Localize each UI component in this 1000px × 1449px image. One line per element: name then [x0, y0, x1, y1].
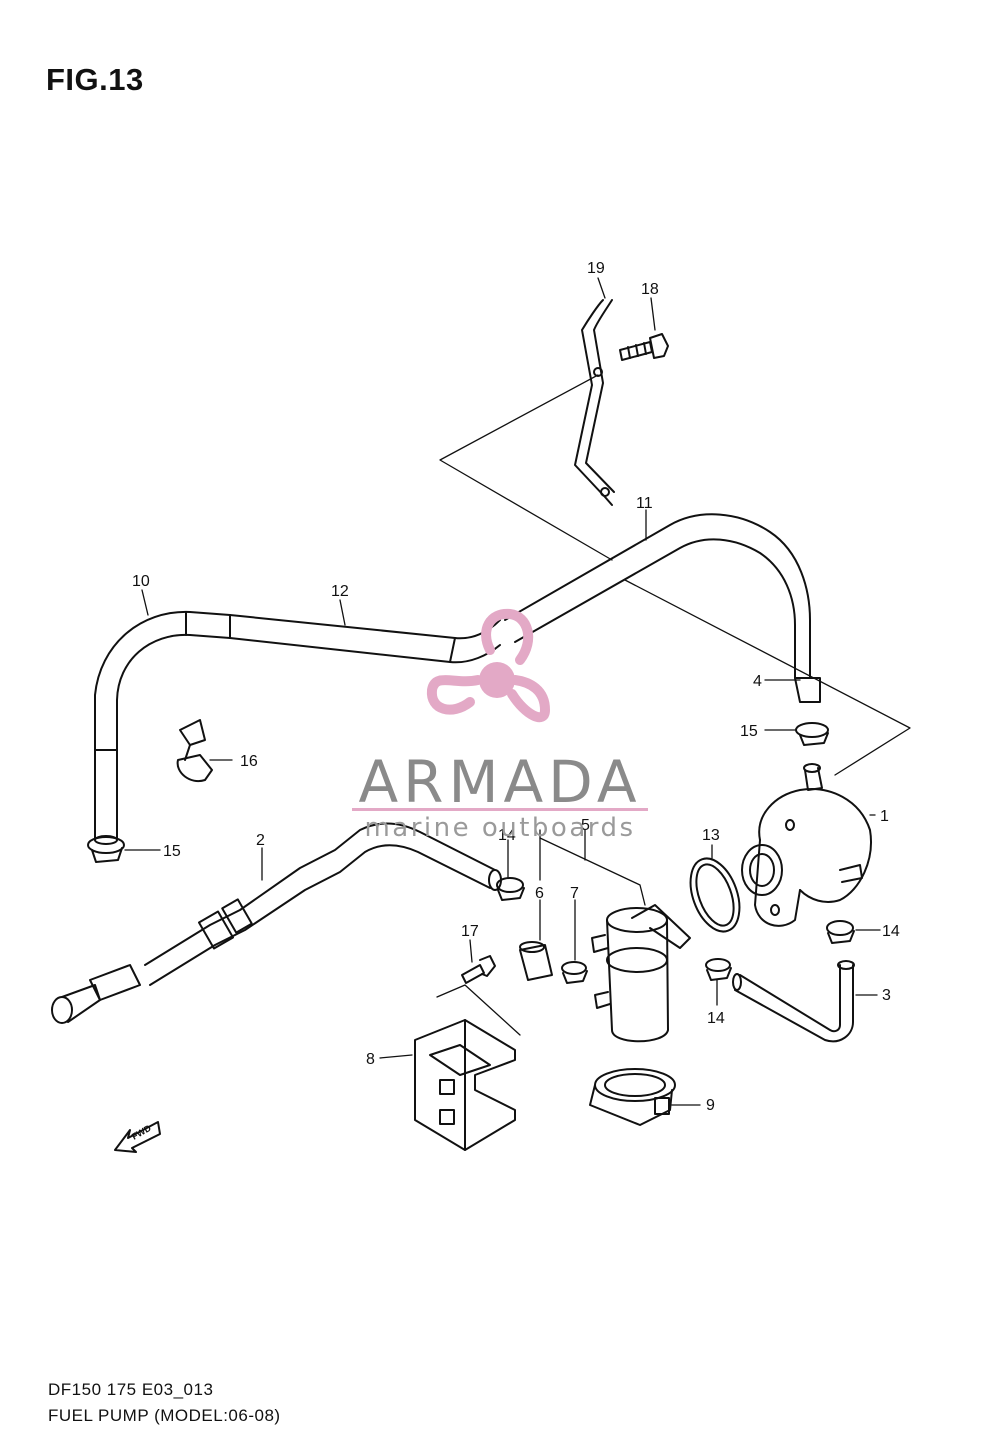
callout-14-b: 14: [707, 1010, 725, 1027]
hose-part-10: [94, 610, 231, 845]
callout-9: 9: [706, 1097, 715, 1114]
clamp-part-15-left: [87, 836, 125, 863]
watermark-brand: ARMADA: [358, 748, 642, 816]
sleeve-part-6: [519, 941, 553, 981]
hose-part-3: [732, 960, 855, 1043]
callout-6: 6: [535, 885, 544, 902]
assembly-lines: [436, 374, 911, 1036]
figure-name: FUEL PUMP (MODEL:06-08): [48, 1406, 281, 1425]
clamp-part-15-right: [795, 722, 829, 746]
callout-12: 12: [331, 583, 349, 600]
callout-15-b: 15: [740, 723, 758, 740]
fwd-arrow-icon: [114, 1121, 161, 1153]
callout-3: 3: [882, 987, 891, 1004]
clamp-part-14-b: [705, 958, 732, 981]
clamp-part-14-c: [826, 920, 855, 944]
hose-part-11: [504, 513, 821, 703]
callout-leaders: [124, 277, 881, 1106]
filter-part-5: [591, 904, 691, 1043]
callout-10: 10: [132, 573, 150, 590]
callout-5: 5: [581, 817, 590, 834]
callout-14-c: 14: [882, 923, 900, 940]
callout-11: 11: [636, 495, 653, 512]
clip-part-16: [176, 719, 213, 783]
callout-18: 18: [641, 281, 659, 298]
callout-4: 4: [753, 673, 762, 690]
callout-13: 13: [702, 827, 720, 844]
callout-8: 8: [366, 1051, 375, 1068]
armada-logo-icon: [426, 608, 551, 723]
watermark-divider: [352, 808, 648, 811]
callout-19: 19: [587, 260, 605, 277]
callout-1: 1: [880, 808, 889, 825]
callout-16: 16: [240, 753, 258, 770]
watermark-tagline: marine outboards: [364, 813, 636, 843]
callout-15-a: 15: [163, 843, 181, 860]
figure-title: FIG.13: [46, 62, 144, 97]
callout-labels: 1 2 3 4 5 6 7 8 9 10 11 12 13 14 14 14 1…: [132, 260, 900, 1114]
figure-code: DF150 175 E03_013: [48, 1380, 214, 1399]
bracket-part-8: [414, 1019, 516, 1151]
clamp-part-7: [561, 961, 588, 984]
callout-2: 2: [256, 832, 265, 849]
bolt-part-18: [619, 333, 669, 361]
oring-part-13: [689, 857, 741, 933]
callout-17: 17: [461, 923, 479, 940]
callout-7: 7: [570, 885, 579, 902]
pump-part-1: [741, 763, 872, 927]
callout-14-a: 14: [498, 827, 516, 844]
hose-part-12: [229, 614, 501, 664]
clamp-part-14-a: [496, 877, 525, 901]
screw-part-17: [461, 955, 496, 984]
holder-part-9: [589, 1068, 676, 1126]
bracket-part-19: [574, 299, 615, 506]
